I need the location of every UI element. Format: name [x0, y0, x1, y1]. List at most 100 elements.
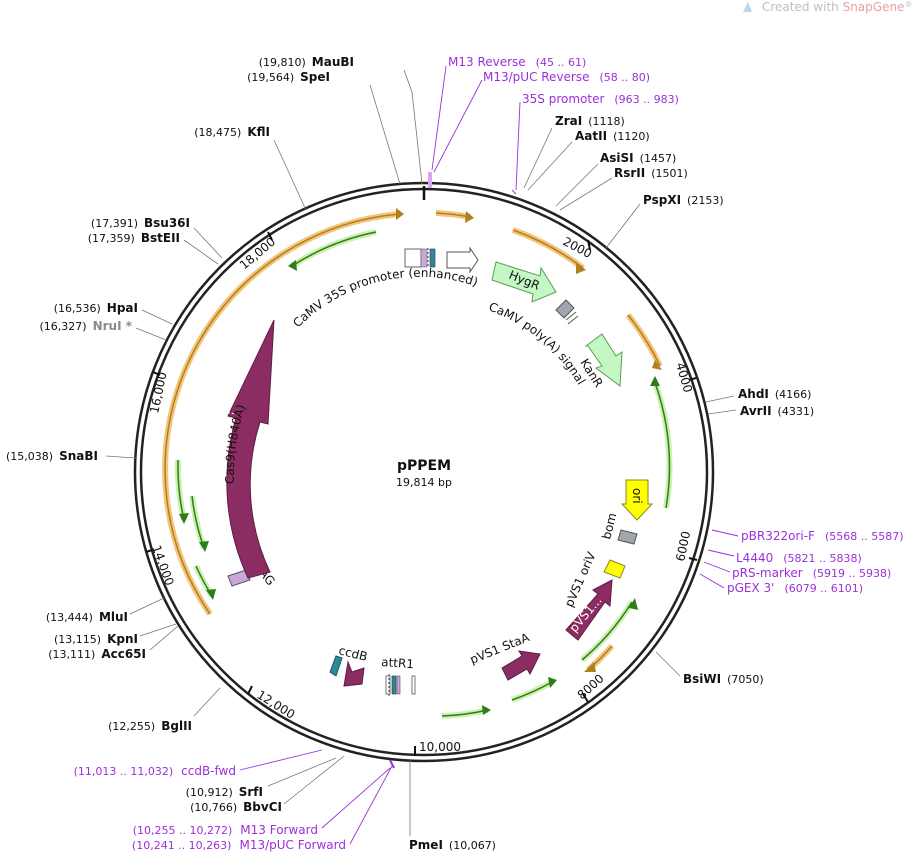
orf-orange-right-core — [627, 314, 661, 367]
primer-m13puc-forward: (10,241 .. 10,263)M13/pUC Forward — [132, 838, 346, 852]
tick-8000 — [582, 693, 589, 703]
site-bsu36i: (17,391)Bsu36I — [91, 216, 190, 230]
primer-m13-reverse: M13 Reverse(45 .. 61) — [448, 55, 586, 69]
site-labels: (19,810)MauBI (19,564)SpeI ZraI(1118) Aa… — [6, 55, 814, 852]
orf-orange-outer-left-core — [164, 213, 401, 615]
orf-arrowhead-9 — [206, 589, 216, 600]
orf-green-upper-left — [290, 229, 377, 269]
feature-label-ccdb: ccdB — [337, 643, 369, 664]
cas9-arrow — [226, 319, 275, 579]
primer-leader-35s — [515, 101, 521, 191]
site-avrii: AvrII(4331) — [740, 404, 814, 418]
leader-nrui — [135, 327, 167, 341]
tick-12000 — [247, 685, 253, 695]
site-srfi: (10,912)SrfI — [186, 785, 263, 799]
leader-srfi — [267, 757, 337, 787]
orf-arrowhead-3 — [576, 262, 586, 274]
camv35s-promoter-arrow — [446, 246, 479, 274]
plasmid-name: pPPEM — [397, 458, 451, 474]
tick-6000 — [688, 557, 698, 561]
leader-bstEii — [183, 239, 219, 265]
leader-kpni — [139, 623, 177, 637]
pvs1-rep-arrow — [565, 579, 613, 641]
camv-polya-box — [555, 299, 575, 319]
site-bsiwi: BsiWI(7050) — [683, 672, 764, 686]
primer-leader-m13rev — [431, 65, 447, 171]
site-kfli: (18,475)KflI — [194, 125, 270, 139]
primer-leader-m13puc-fwd — [349, 765, 393, 845]
leader-spei — [369, 84, 401, 185]
primer-l4440: L4440(5821 .. 5838) — [736, 551, 862, 565]
pvs1-staa-arrow — [501, 650, 541, 681]
orf-green-lower-right-core — [581, 601, 633, 661]
site-zrai: ZraI(1118) — [555, 114, 625, 128]
leader-ahdi — [705, 395, 735, 403]
hygr-arrow — [491, 261, 557, 303]
cas9-dotted-divider — [211, 409, 237, 415]
promoter-marker-1 — [404, 248, 422, 268]
attr1-box-3 — [396, 675, 401, 695]
tick-2000 — [587, 239, 591, 251]
primer-leader-l4440 — [707, 549, 735, 557]
leader-bglii — [193, 687, 221, 717]
primer-leader-pbr322 — [711, 529, 739, 537]
attr1-box-1 — [385, 675, 391, 695]
site-rsrii: RsrII(1501) — [614, 166, 688, 180]
site-bbvci: (10,766)BbvCI — [190, 800, 282, 814]
leader-bsiwi — [655, 651, 681, 677]
site-nrui: (16,327)NruI * — [40, 319, 133, 333]
primer-leader-pgex — [699, 573, 725, 589]
site-pspxi: PspXI(2153) — [643, 193, 724, 207]
site-aatii: AatII(1120) — [575, 129, 650, 143]
orf-orange-outer-left — [162, 211, 401, 616]
promoter-marker-3 — [429, 248, 436, 268]
watermark-brand: SnapGene — [843, 0, 905, 14]
orf-green-right — [651, 378, 673, 509]
orf-arrowhead-2 — [465, 211, 474, 223]
bom-box — [617, 529, 638, 545]
leader-pspxi — [605, 203, 641, 249]
attr1-box-4 — [411, 675, 416, 695]
ccdb-arrow — [343, 660, 365, 687]
primer-mark-35s — [511, 189, 517, 195]
camv-polya-tick-1 — [565, 311, 577, 321]
site-mlui: (13,444)MluI — [46, 610, 128, 624]
primer-leader-lines — [239, 65, 739, 845]
leader-rsrii — [559, 177, 613, 211]
backbone-outer-ring — [133, 181, 715, 763]
site-leader-lines — [105, 69, 737, 836]
site-asisi: AsiSI(1457) — [600, 151, 676, 165]
primer-leader-m13fwd — [321, 767, 391, 829]
leader-hpai — [141, 309, 173, 325]
flag-box — [227, 569, 251, 587]
feature-label-camv35s: CaMV 35S promoter (enhanced) — [290, 266, 480, 330]
orf-arrowhead-1 — [396, 208, 404, 220]
primer-leader-prs — [703, 561, 731, 573]
site-acc65i: (13,111)Acc65I — [48, 647, 146, 661]
ccdb-box — [329, 655, 343, 677]
orf-arcs — [162, 208, 673, 719]
site-hpai: (16,536)HpaI — [54, 301, 138, 315]
orf-green-left-2 — [189, 495, 207, 550]
ori-arrow — [620, 479, 654, 521]
site-kpni: (13,115)KpnI — [54, 632, 138, 646]
attr1-box-2 — [391, 675, 397, 695]
site-bstEii: (17,359)BstEII — [88, 231, 180, 245]
kanr-arrow — [584, 333, 623, 387]
plasmid-size: 19,814 bp — [396, 476, 452, 489]
orf-arrowhead-12 — [548, 677, 557, 688]
tick-18000 — [267, 231, 273, 241]
leader-asisi — [555, 163, 599, 207]
backbone — [133, 181, 715, 763]
primer-m13puc-reverse: M13/pUC Reverse(58 .. 80) — [483, 70, 650, 84]
primer-ccdb-fwd: (11,013 .. 11,032)ccdB-fwd — [74, 764, 236, 778]
feature-label-ori: ori — [630, 488, 644, 504]
promoter-marker-2 — [420, 248, 428, 268]
orf-arrowhead-6 — [288, 260, 297, 271]
primer-pgex-3: pGEX 3'(6079 .. 6101) — [727, 581, 863, 595]
leader-bbvci — [283, 755, 345, 805]
leader-mlui — [129, 597, 165, 615]
tick-label-6000: 6000 — [673, 530, 693, 563]
primer-labels: M13 Reverse(45 .. 61) M13/pUC Reverse(58… — [74, 55, 904, 852]
